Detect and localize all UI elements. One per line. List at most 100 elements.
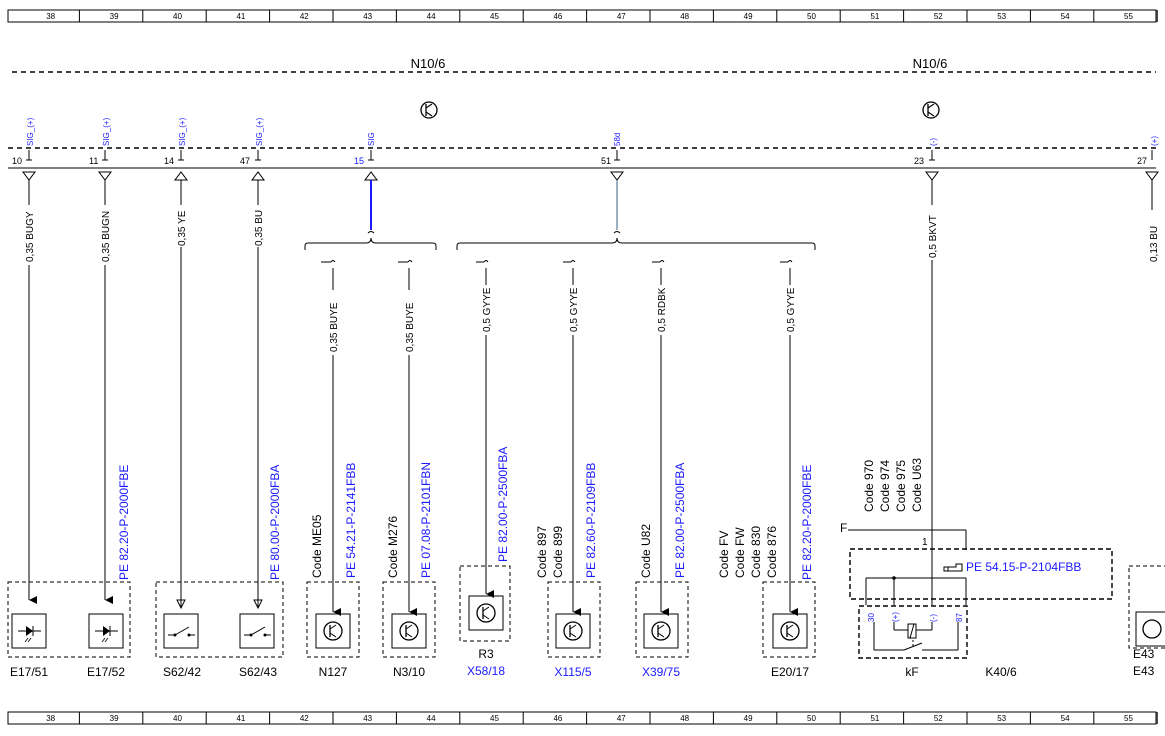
- ruler-column-label: 48: [680, 12, 689, 21]
- component-k40-6-relay[interactable]: F 1 PE 54.15-P-2104FBB 30 (+) (-) 87: [840, 521, 1113, 679]
- component-r3[interactable]: R3 X58/18: [459, 565, 511, 678]
- ruler-column-label: 47: [617, 12, 626, 21]
- module-label-left: N10/6: [411, 56, 446, 71]
- svg-text:51: 51: [601, 156, 611, 166]
- wire-e17-52[interactable]: 0,35 BUGN: [98, 171, 113, 604]
- svg-text:SIG_(+): SIG_(+): [255, 117, 264, 146]
- ruler-column-label: 44: [427, 714, 436, 723]
- transistor-icon: [780, 621, 800, 641]
- svg-text:0,35 BUYE: 0,35 BUYE: [329, 302, 340, 352]
- ruler-column-label: 43: [363, 12, 372, 21]
- component-n3-10[interactable]: N3/10: [382, 581, 436, 679]
- svg-text:Code U63: Code U63: [910, 458, 924, 512]
- pin-47[interactable]: 47 SIG_(+): [240, 117, 264, 166]
- component-label-s62-42: S62/42: [163, 665, 201, 679]
- svg-text:1: 1: [922, 537, 928, 548]
- component-label-s62-43: S62/43: [239, 665, 277, 679]
- wire-pin27[interactable]: 0,13 BU: [1145, 171, 1160, 262]
- wire-e20-17[interactable]: 0,5 GYYE: [780, 260, 798, 616]
- component-s62-group[interactable]: S62/42 S62/43: [155, 581, 284, 679]
- wire-x39-75[interactable]: 0,5 RDBK: [652, 260, 669, 616]
- led-icon: [95, 626, 118, 643]
- pin-27[interactable]: 27 (+): [1137, 136, 1159, 166]
- component-link-x115-5[interactable]: X115/5: [554, 665, 591, 679]
- component-link-x39-75[interactable]: X39/75: [642, 665, 680, 679]
- svg-text:Code U82: Code U82: [639, 524, 653, 578]
- svg-text:Code ME05: Code ME05: [310, 514, 324, 578]
- ruler-column-label: 45: [490, 714, 499, 723]
- ref-link-s62-43[interactable]: PE 80.00-P-2000FBA: [268, 465, 282, 580]
- ref-link-x58-18[interactable]: PE 82.00-P-2500FBA: [496, 447, 510, 562]
- component-e20-17[interactable]: E20/17: [762, 581, 816, 679]
- pin-10[interactable]: 10 SIG_(+): [12, 117, 35, 166]
- ref-link-e17-52[interactable]: PE 82.20-P-2000FBE: [117, 465, 131, 580]
- pin-14[interactable]: 14 SIG_(+): [164, 117, 187, 166]
- svg-text:SIG: SIG: [367, 132, 376, 146]
- component-link-x58-18[interactable]: X58/18: [467, 664, 505, 678]
- ref-link-n127[interactable]: PE 54.21-P-2141FBB: [344, 463, 358, 578]
- svg-text:Code FV: Code FV: [717, 531, 731, 578]
- svg-text:0,35 BUGN: 0,35 BUGN: [101, 211, 112, 262]
- ruler-column-label: 49: [744, 714, 753, 723]
- ref-link-x115-5[interactable]: PE 82.60-P-2109FBB: [584, 463, 598, 578]
- transistor-icon: [399, 621, 419, 641]
- wire-n127[interactable]: 0,35 BUYE: [321, 260, 341, 616]
- transistor-icon: [323, 621, 343, 641]
- svg-text:(-): (-): [929, 614, 938, 622]
- wire-x115-5[interactable]: 0,5 GYYE: [563, 260, 581, 616]
- ruler-column-label: 55: [1124, 12, 1133, 21]
- pin-23[interactable]: 23 (-): [914, 138, 938, 166]
- svg-text:0,5 RDBK: 0,5 RDBK: [657, 287, 668, 332]
- wire-s62-42[interactable]: 0,35 YE: [174, 171, 188, 610]
- ref-link-n3-10[interactable]: PE 07.08-P-2101FBN: [419, 462, 433, 578]
- ruler-column-label: 53: [997, 12, 1006, 21]
- component-e43[interactable]: E43 E43: [1128, 565, 1165, 678]
- component-e17-group[interactable]: E17/51 E17/52: [7, 581, 131, 679]
- svg-text:27: 27: [1137, 156, 1147, 166]
- svg-text:0,35 YE: 0,35 YE: [177, 210, 188, 246]
- ruler-column-label: 38: [46, 12, 55, 21]
- transistor-icon: [476, 603, 496, 623]
- pin-51[interactable]: 51 58d: [601, 133, 622, 166]
- svg-text:0,5 BKVT: 0,5 BKVT: [928, 215, 939, 258]
- ref-link-x39-75[interactable]: PE 82.00-P-2500FBA: [673, 463, 687, 578]
- svg-text:0,5 GYYE: 0,5 GYYE: [569, 287, 580, 332]
- wire-pin51-58d[interactable]: [456, 171, 816, 250]
- ruler-column-label: 52: [934, 714, 943, 723]
- ruler-column-label: 40: [173, 12, 182, 21]
- wire-x58-18[interactable]: 0,5 GYYE: [476, 260, 494, 598]
- component-x39-75[interactable]: X39/75: [635, 581, 689, 679]
- wire-s62-43[interactable]: 0,35 BU: [251, 171, 265, 610]
- component-x115-5[interactable]: X115/5: [547, 581, 601, 679]
- svg-text:E43: E43: [1133, 664, 1155, 678]
- pin-15[interactable]: 15 SIG: [354, 132, 376, 166]
- wire-n3-10[interactable]: 0,35 BUYE: [398, 260, 417, 616]
- wire-pin15-signal[interactable]: [304, 171, 437, 250]
- pin-11[interactable]: 11 SIG_(+): [89, 117, 111, 166]
- wire-pin23-relay[interactable]: 0,5 BKVT: [925, 171, 939, 545]
- module-transistor-icon-right: [922, 101, 940, 119]
- svg-text:Code 970: Code 970: [862, 460, 876, 512]
- ruler-column-label: 53: [997, 714, 1006, 723]
- reference-links: PE 82.20-P-2000FBE PE 80.00-P-2000FBA PE…: [117, 447, 814, 580]
- ruler-column-label: 42: [300, 12, 309, 21]
- component-n127[interactable]: N127: [306, 581, 360, 679]
- svg-text:0,13 BU: 0,13 BU: [1149, 226, 1160, 262]
- ruler-column-label: 51: [870, 12, 879, 21]
- ruler-column-label: 42: [300, 714, 309, 723]
- svg-text:23: 23: [914, 156, 924, 166]
- ruler-column-label: 49: [744, 12, 753, 21]
- wire-e17-51[interactable]: 0,35 BUGY: [22, 171, 37, 604]
- svg-text:Code 897: Code 897: [535, 526, 549, 578]
- ruler-column-label: 51: [870, 714, 879, 723]
- ref-link-e20-17[interactable]: PE 82.20-P-2000FBE: [800, 465, 814, 580]
- ruler-column-label: 45: [490, 12, 499, 21]
- ruler-column-label: 54: [1061, 714, 1070, 723]
- ref-link-k40-6[interactable]: PE 54.15-P-2104FBB: [966, 560, 1081, 574]
- component-label-r3: R3: [478, 647, 494, 661]
- relay-coil-icon: [893, 622, 933, 639]
- ruler-column-label: 48: [680, 714, 689, 723]
- component-label-n127: N127: [319, 665, 348, 679]
